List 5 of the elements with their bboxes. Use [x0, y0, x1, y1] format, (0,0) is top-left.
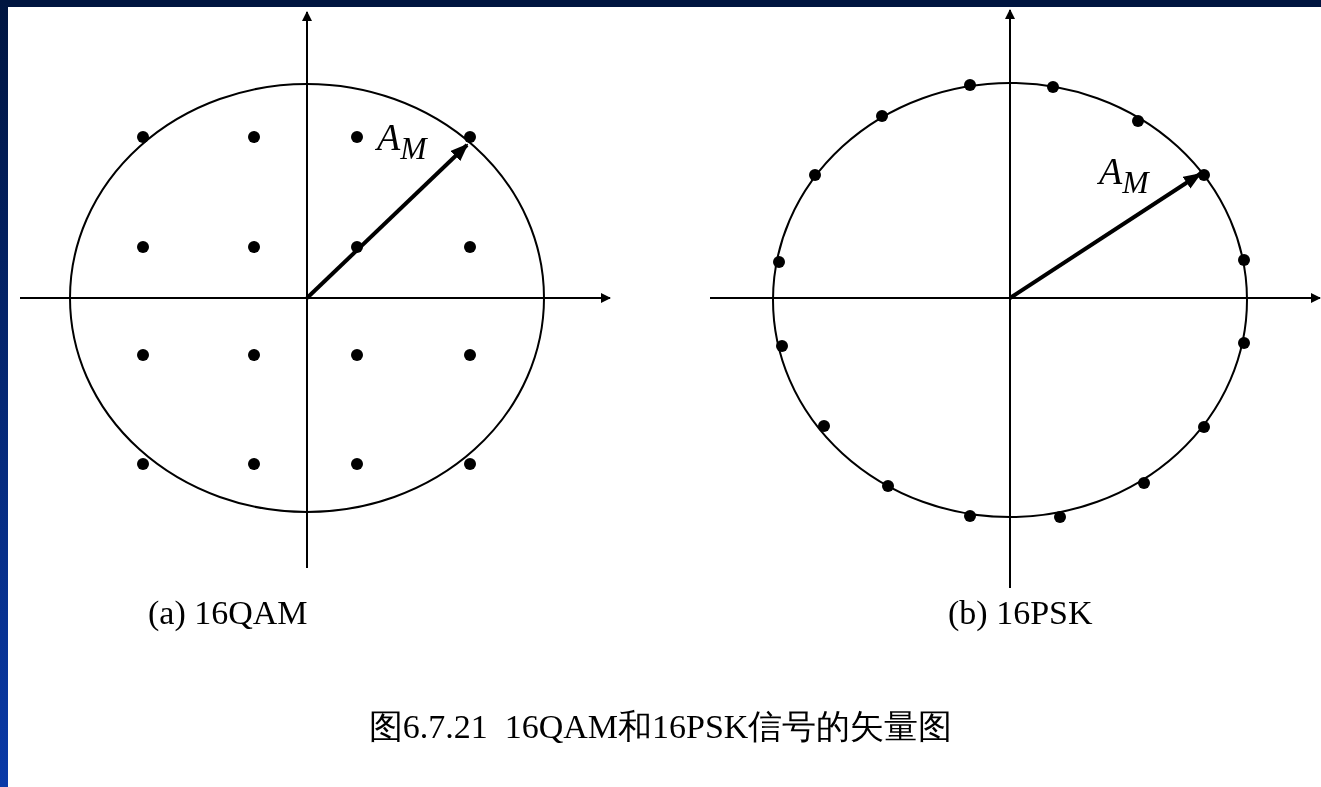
- figure-caption: 图6.7.21 16QAM和16PSK信号的矢量图: [367, 710, 954, 744]
- vector-label: A$_{M}$: [377, 118, 427, 165]
- vector-label: A$_{M}$: [1099, 152, 1149, 199]
- panel-caption: (b) 16PSK: [948, 596, 1093, 630]
- panel-caption: (a) 16QAM: [148, 596, 308, 630]
